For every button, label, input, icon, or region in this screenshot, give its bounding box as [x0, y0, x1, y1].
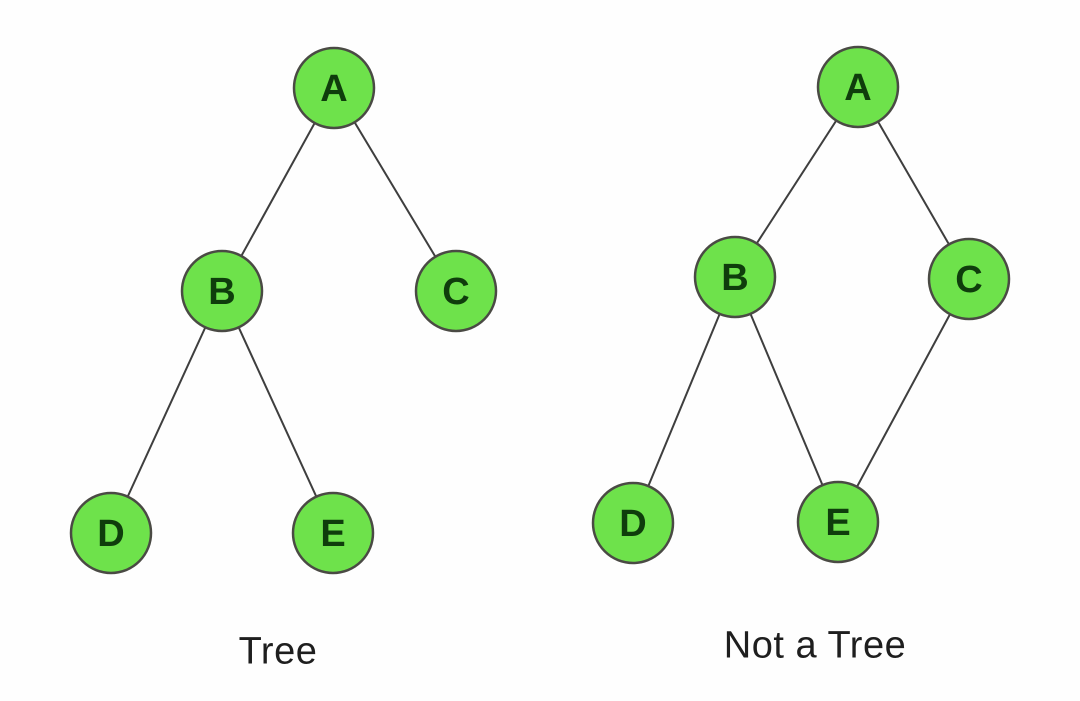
node-label-tree-A: A: [320, 68, 347, 110]
node-tree-E: E: [291, 491, 375, 575]
node-not-a-tree-A: A: [816, 45, 900, 129]
node-label-not-a-tree-E: E: [825, 502, 850, 544]
node-label-tree-B: B: [208, 271, 235, 313]
node-label-tree-D: D: [97, 513, 124, 555]
node-circle-C: [414, 249, 498, 333]
node-circle-D: [591, 481, 675, 565]
node-not-a-tree-C: C: [927, 237, 1011, 321]
node-tree-B: B: [180, 249, 264, 333]
node-circle-B: [180, 249, 264, 333]
node-label-not-a-tree-B: B: [721, 257, 748, 299]
edge-tree-B-D: [110, 290, 223, 534]
edge-tree-B-E: [221, 290, 334, 534]
node-not-a-tree-E: E: [796, 480, 880, 564]
caption-not-a-tree: Not a Tree: [723, 624, 907, 667]
node-circle-E: [796, 480, 880, 564]
node-label-not-a-tree-D: D: [619, 503, 646, 545]
node-tree-C: C: [414, 249, 498, 333]
node-label-tree-C: C: [442, 271, 469, 313]
edge-not-a-tree-B-D: [632, 276, 736, 524]
node-circle-D: [69, 491, 153, 575]
node-circle-E: [291, 491, 375, 575]
edge-not-a-tree-C-E: [837, 278, 970, 523]
node-tree-D: D: [69, 491, 153, 575]
node-tree-A: A: [292, 46, 376, 130]
node-circle-C: [927, 237, 1011, 321]
node-label-not-a-tree-A: A: [844, 67, 871, 109]
node-label-not-a-tree-C: C: [955, 259, 982, 301]
edge-not-a-tree-B-E: [734, 276, 839, 523]
node-circle-A: [816, 45, 900, 129]
caption-tree: Tree: [238, 630, 318, 673]
node-not-a-tree-B: B: [693, 235, 777, 319]
node-not-a-tree-D: D: [591, 481, 675, 565]
node-circle-A: [292, 46, 376, 130]
node-circle-B: [693, 235, 777, 319]
node-label-tree-E: E: [320, 513, 345, 555]
